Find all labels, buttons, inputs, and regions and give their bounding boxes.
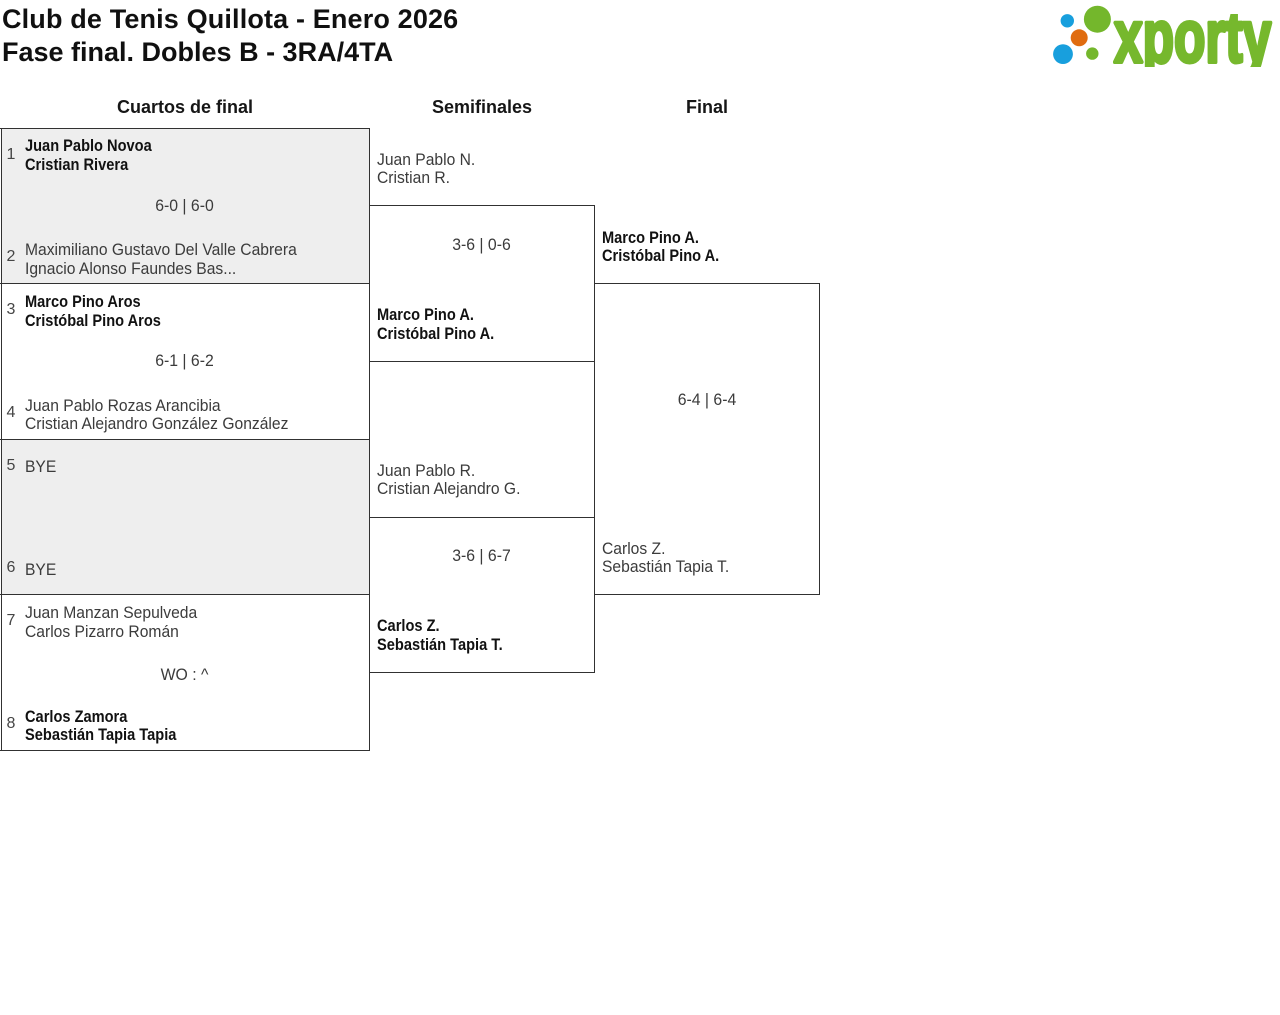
svg-text:xporty: xporty	[1114, 0, 1272, 78]
